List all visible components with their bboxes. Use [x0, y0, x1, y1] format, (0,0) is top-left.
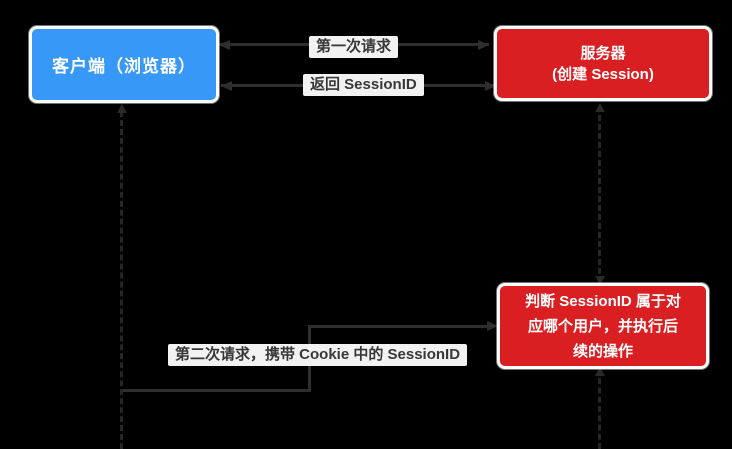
- second-request-line-top-segment: [308, 325, 488, 328]
- second-request-label: 第二次请求，携带 Cookie 中的 SessionID: [168, 344, 468, 366]
- arrowhead-lifeline-to-client-bottom: [117, 104, 127, 113]
- server-node-label-line2: (创建 Session): [552, 65, 654, 83]
- arrowhead-lifeline-to-server-bottom: [595, 103, 605, 112]
- first-request-label: 第一次请求: [309, 36, 399, 58]
- arrowhead-lifeline-to-judge-bottom: [595, 367, 605, 376]
- arrowhead-return-sessionid-to-server: [485, 81, 496, 91]
- server-node: 服务器 (创建 Session): [494, 26, 712, 101]
- arrowhead-second-request-to-judge: [487, 321, 498, 331]
- judge-node-label-line3: 续的操作: [572, 342, 633, 360]
- arrowhead-return-sessionid-to-client: [221, 81, 232, 91]
- server-lifeline-dashed-upper: [598, 106, 601, 283]
- client-lifeline-dashed: [120, 111, 123, 449]
- judge-node-label-line2: 应哪个用户，并执行后: [527, 317, 678, 335]
- client-node-label: 客户端（浏览器）: [52, 57, 196, 76]
- judge-node-label-line1: 判断 SessionID 属于对: [525, 292, 681, 310]
- arrowhead-first-request-to-client: [219, 40, 230, 50]
- server-node-label-line1: 服务器: [580, 44, 626, 62]
- client-node: 客户端（浏览器）: [29, 26, 219, 103]
- judge-sessionid-node: 判断 SessionID 属于对 应哪个用户，并执行后 续的操作: [497, 283, 709, 369]
- server-lifeline-dashed-lower: [598, 369, 601, 449]
- arrowhead-first-request-to-server: [478, 40, 489, 50]
- arrowhead-lifeline-to-judge-top: [595, 276, 605, 285]
- second-request-line-bottom-segment: [123, 389, 311, 392]
- return-sessionid-label: 返回 SessionID: [303, 74, 424, 96]
